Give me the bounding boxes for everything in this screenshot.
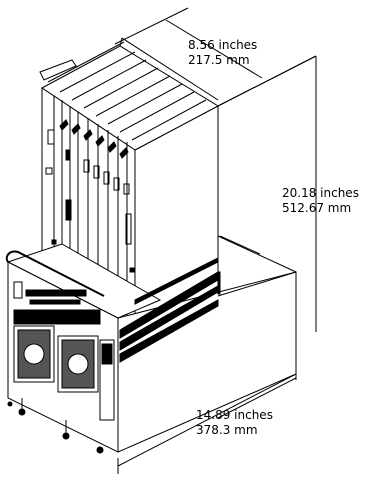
width-label: 14.89 inches 378.3 mm [196, 408, 273, 438]
width-inches: 14.89 inches [196, 408, 273, 422]
depth-mm: 217.5 mm [188, 53, 250, 67]
depth-label: 8.56 inches 217.5 mm [188, 38, 257, 68]
handle-rail [5, 250, 105, 297]
power-supplies [7, 281, 115, 454]
height-dimension-lines [217, 55, 317, 332]
height-mm: 512.67 mm [282, 201, 352, 215]
height-label: 20.18 inches 512.67 mm [282, 186, 359, 216]
depth-inches: 8.56 inches [188, 38, 258, 52]
height-inches: 20.18 inches [282, 186, 359, 200]
width-mm: 378.3 mm [196, 423, 258, 437]
